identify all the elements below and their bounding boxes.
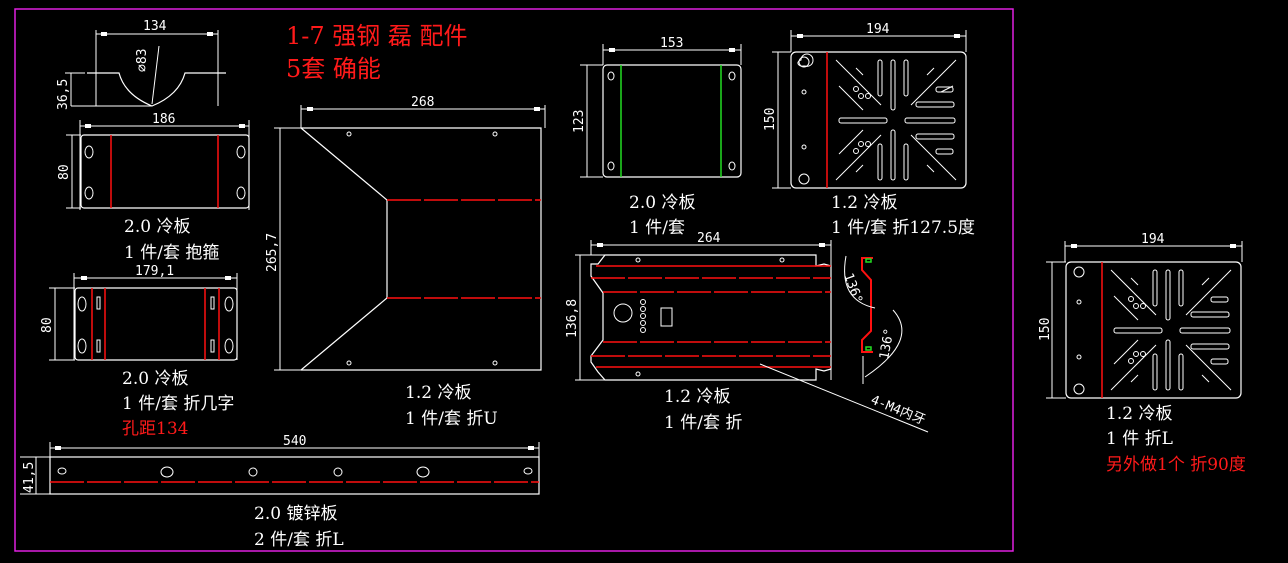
dim-channel-angle2: 136° <box>877 327 897 360</box>
dim-mesh-b-height: 150 <box>1038 318 1053 341</box>
mesh-pattern-b <box>1065 261 1242 399</box>
part-mesh-plate-b[interactable]: 194 150 1.2 冷 <box>1038 232 1246 475</box>
label-clamp-qty: 1 件/套 抱箍 <box>124 243 219 263</box>
label-plate153-material: 2.0 冷板 <box>629 193 695 213</box>
label-mesh-b-qty: 1 件 折L <box>1106 429 1173 449</box>
dim-bracket-height: 80 <box>40 317 55 333</box>
dim-plate153-width: 153 <box>660 36 683 51</box>
label-strip-qty: 2 件/套 折L <box>254 530 344 550</box>
label-u-plate-qty: 1 件/套 折U <box>405 409 498 429</box>
note-mesh-b-extra: 另外做1个 折90度 <box>1106 455 1246 475</box>
dim-bracket-width: 179,1 <box>135 264 174 279</box>
dim-clamp-flat-186: 186 <box>152 112 175 127</box>
dim-mesh-a-height: 150 <box>763 108 778 131</box>
drawing-title-line2: 5套 确能 <box>286 55 381 83</box>
label-clamp-material: 2.0 冷板 <box>124 217 190 237</box>
dim-channel-angle1: 136° <box>840 271 865 306</box>
label-plate153-qty: 1 件/套 <box>629 218 685 238</box>
label-mesh-a-qty: 1 件/套 折127.5度 <box>831 218 975 238</box>
label-mesh-a-material: 1.2 冷板 <box>831 193 897 213</box>
part-strip-540[interactable]: 540 41,5 2.0 镀锌板 2 件/套 折L <box>20 434 540 550</box>
dim-plate153-height: 123 <box>572 110 587 133</box>
dim-channel-height: 136,8 <box>565 299 580 338</box>
dim-mesh-b-width: 194 <box>1141 232 1165 247</box>
dim-clamp-height: 36,5 <box>56 79 71 110</box>
label-bracket-material: 2.0 冷板 <box>122 369 188 389</box>
dim-strip-width: 540 <box>283 434 306 449</box>
part-bracket-ji[interactable]: 179,1 80 2.0 冷板 1 件/套 折几字 孔距134 <box>40 264 238 439</box>
note-channel-thread: 4-M4内牙 <box>869 392 928 428</box>
note-bracket-hole-spacing: 孔距134 <box>122 419 188 439</box>
label-strip-material: 2.0 镀锌板 <box>254 504 337 524</box>
label-channel-material: 1.2 冷板 <box>664 387 730 407</box>
part-plate-153[interactable]: 153 123 2.0 冷板 1 件/套 <box>572 36 742 238</box>
part-u-plate[interactable]: 268 265,7 1.2 冷板 1 件/套 折U <box>265 95 546 429</box>
label-channel-qty: 1 件/套 折 <box>664 413 742 433</box>
dim-u-plate-height: 265,7 <box>265 233 280 272</box>
drawing-title-line1: 1-7 强钢 磊 配件 <box>286 22 468 50</box>
label-mesh-b-material: 1.2 冷板 <box>1106 404 1172 424</box>
dim-clamp-diameter: ⌀83 <box>135 49 150 72</box>
dim-strip-height: 41,5 <box>22 462 37 493</box>
dim-u-plate-width: 268 <box>411 95 434 110</box>
dim-mesh-a-width: 194 <box>866 22 890 37</box>
dim-channel-width: 264 <box>697 231 721 246</box>
part-channel-264[interactable]: 264 136,8 136° 136° 4-M4内牙 1.2 冷板 1 件/套 … <box>565 231 929 433</box>
dim-clamp-flat-height: 80 <box>57 164 72 180</box>
label-bracket-qty: 1 件/套 折几字 <box>122 394 234 414</box>
part-mesh-plate-a[interactable]: 194 <box>763 22 975 238</box>
mesh-pattern-a <box>790 51 967 189</box>
dim-clamp-width-134: 134 <box>143 19 167 34</box>
part-clamp[interactable]: 134 ⌀83 36,5 186 80 2.0 冷板 1 件/套 抱箍 <box>56 19 250 263</box>
drawing-frame <box>14 8 1014 552</box>
label-u-plate-material: 1.2 冷板 <box>405 383 471 403</box>
